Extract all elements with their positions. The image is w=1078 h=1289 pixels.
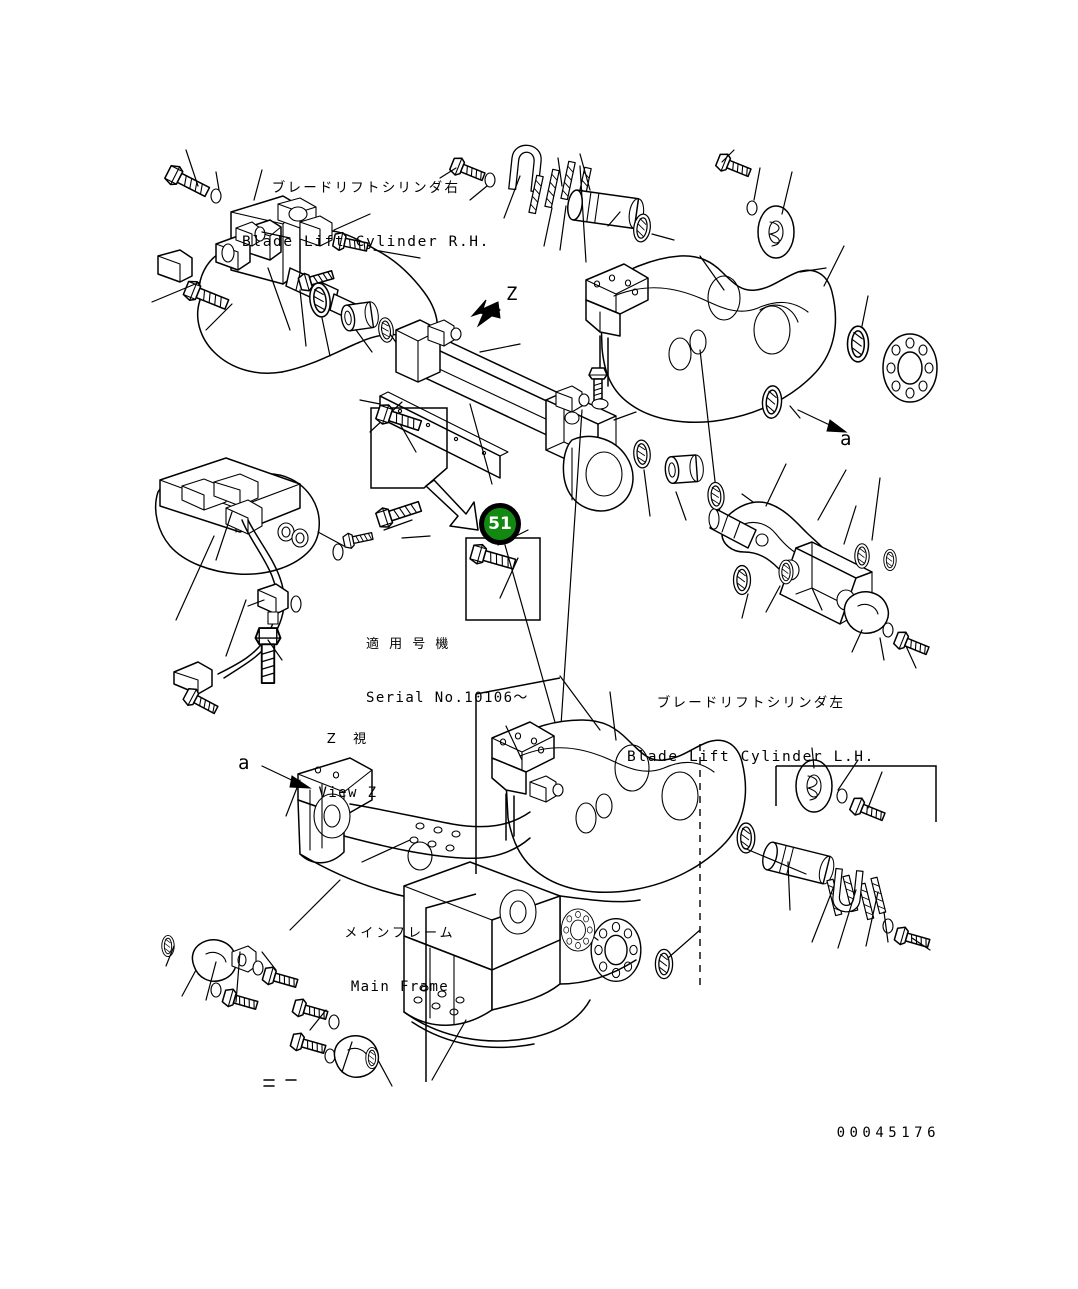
label-serial-note-en: Serial No.10106〜 [366, 689, 529, 706]
label-view-z: Z 視 View Z [298, 694, 398, 839]
callout-badge-51[interactable]: 51 [479, 503, 521, 545]
callout-arrow [425, 479, 479, 531]
section-frame-top [475, 677, 561, 695]
section-frame-right [776, 765, 937, 822]
section-z-arrow [470, 299, 501, 328]
section-mark-a-right: a [840, 428, 852, 450]
label-blade-lift-cylinder-rh: ブレードリフトシリンダ右 Blade Lift Cylinder R.H. [236, 143, 496, 289]
section-mark-a-left: a [238, 752, 250, 774]
label-blade-lift-cylinder-lh-jp: ブレードリフトシリンダ左 [656, 694, 846, 711]
label-blade-lift-cylinder-rh-jp: ブレードリフトシリンダ右 [271, 179, 461, 196]
label-view-z-jp: Z 視 [326, 731, 370, 747]
assembly-view-z [154, 457, 431, 719]
label-blade-lift-cylinder-rh-en: Blade Lift Cylinder R.H. [242, 234, 490, 251]
label-main-frame: メインフレーム Main Frame [330, 888, 470, 1033]
label-main-frame-en: Main Frame [350, 978, 450, 995]
label-main-frame-jp: メインフレーム [344, 925, 456, 941]
label-blade-lift-cylinder-lh: ブレードリフトシリンダ左 Blade Lift Cylinder L.H. [627, 658, 875, 804]
flange-disc [757, 205, 795, 259]
assembly-right-rod-end [708, 463, 932, 669]
label-blade-lift-cylinder-lh-en: Blade Lift Cylinder L.H. [627, 749, 875, 766]
label-serial-note-jp: 適 用 号 機 [366, 636, 452, 652]
assembly-upper-right-bracket [579, 149, 938, 491]
serial-note-frame-upper [370, 407, 448, 489]
drawing-number: 00045176 [836, 1125, 940, 1141]
label-view-z-en: View Z [318, 784, 378, 801]
section-mark-z: Z [506, 283, 518, 305]
section-frame-bottom [425, 893, 477, 1082]
assembly-lower-right-bracket [491, 675, 932, 986]
assembly-blade-lift-cylinder-rh [151, 149, 439, 374]
assembly-main-frame [161, 757, 641, 1087]
assembly-top-pin-hardware [439, 143, 675, 251]
label-serial-note: 適 用 号 機 Serial No.10106〜 [366, 599, 536, 744]
flange-disc-2 [795, 759, 833, 813]
